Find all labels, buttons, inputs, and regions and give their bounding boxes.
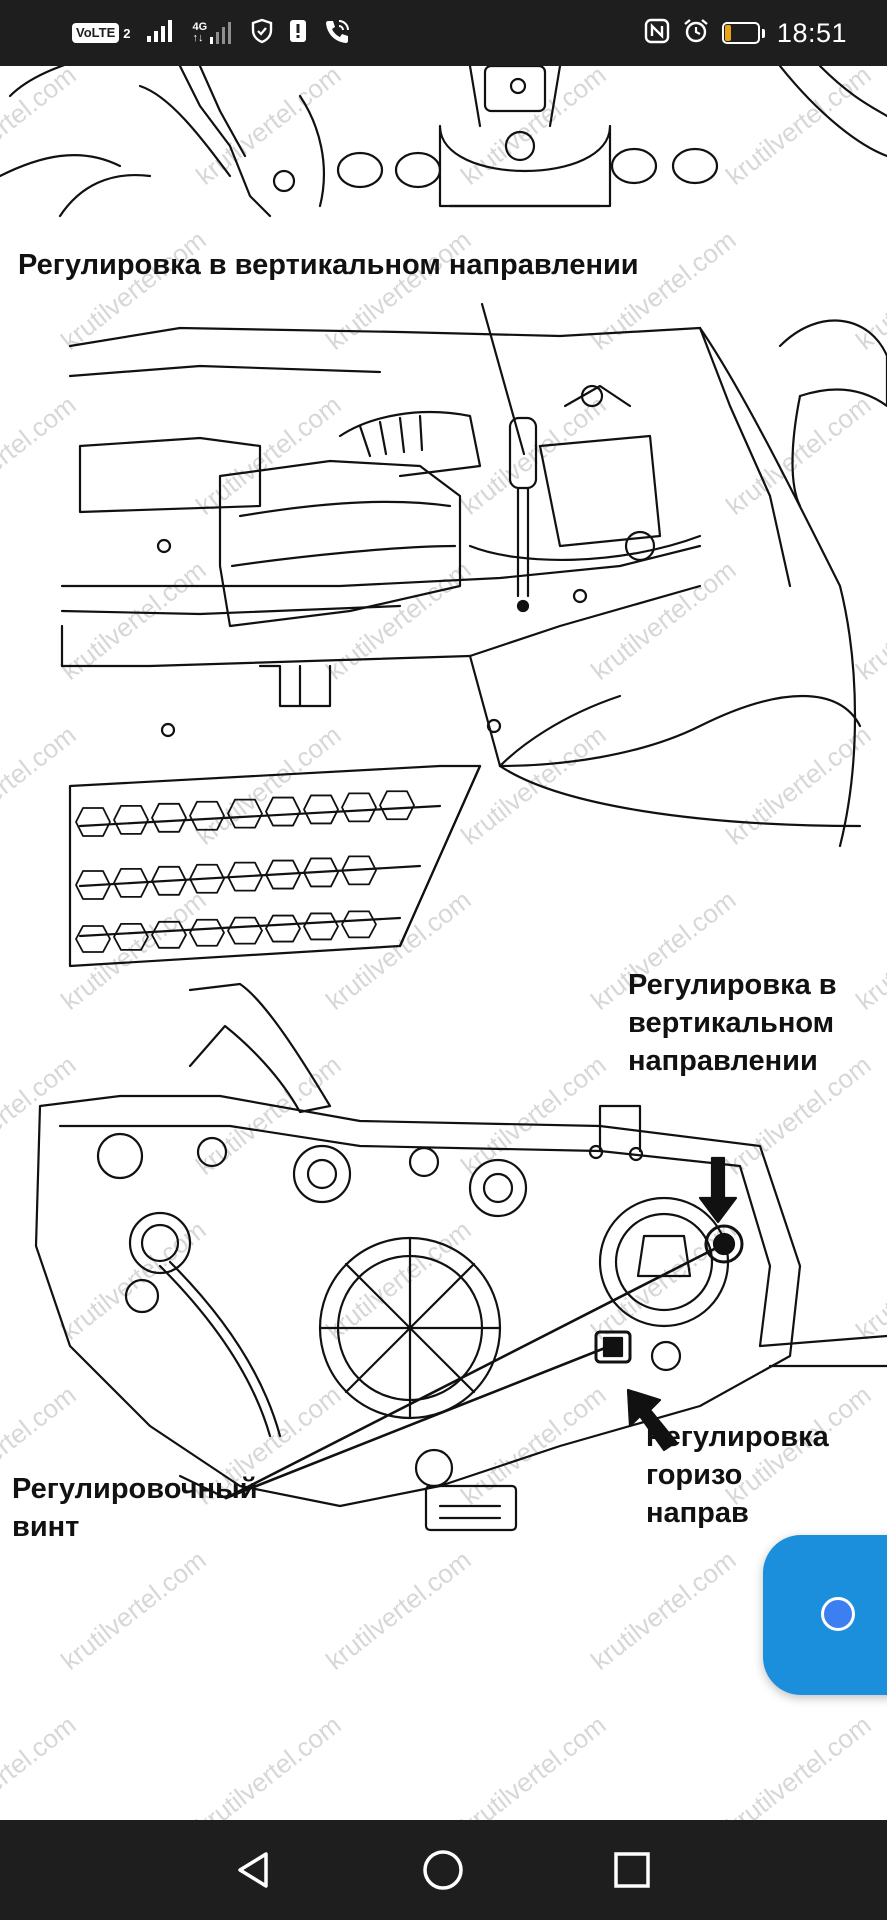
watermark-text: krutilvertel.com: [585, 554, 741, 685]
status-right: 19 18:51: [644, 14, 847, 52]
grille-hexagon: [75, 925, 111, 953]
status-bar: VoLTE 2 4G ↑↓: [0, 0, 887, 66]
watermark-text: krutilvertel.com: [850, 1214, 887, 1345]
top-engine-fragment: [0, 66, 887, 218]
home-icon[interactable]: [415, 1842, 471, 1898]
label-line: Регулировка в: [628, 969, 837, 1001]
watermark-text: krutilvertel.com: [455, 1049, 611, 1180]
watermark-text: krutilvertel.com: [455, 1709, 611, 1820]
label-vertical-adjustment-top: Регулировка в вертикальном направлении: [18, 249, 639, 281]
navigation-bar: [0, 1820, 887, 1920]
watermark-text: krutilvertel.com: [320, 1544, 476, 1675]
volte-sim-number: 2: [123, 25, 131, 41]
label-line: вертикальном: [628, 1007, 835, 1039]
label-line: Регулировочный: [12, 1473, 258, 1505]
network-activity: ↑↓: [192, 32, 204, 44]
watermark-text: krutilvertel.com: [320, 224, 476, 355]
watermark-text: krutilvertel.com: [455, 66, 611, 191]
shield-icon: [251, 18, 273, 49]
alarm-icon: [682, 17, 710, 50]
grille-hexagon: [341, 855, 377, 886]
watermark-text: krutilvertel.com: [720, 719, 876, 850]
grille-hexagon: [75, 807, 111, 837]
watermark-text: krutilvertel.com: [585, 224, 741, 355]
wifi-call-icon: [323, 18, 351, 49]
grille-pattern: [75, 790, 415, 953]
watermark-text: krutilvertel.com: [850, 224, 887, 355]
grille-hexagon: [265, 859, 301, 890]
headlamp-drawing: [34, 982, 887, 1532]
recents-icon[interactable]: [604, 1842, 660, 1898]
watermark-text: krutilvertel.com: [320, 1214, 476, 1345]
watermark-text: krutilvertel.com: [720, 66, 876, 191]
label-line: направ: [646, 1497, 749, 1529]
label-line: Регулировка: [646, 1421, 829, 1453]
clock: 18:51: [776, 17, 847, 48]
grille-hexagon: [151, 865, 187, 896]
label-line: горизо: [646, 1459, 743, 1491]
alert-icon: [289, 18, 307, 49]
grille-hexagon: [189, 800, 225, 831]
nfc-icon: [644, 18, 670, 49]
grille-hexagon: [227, 798, 263, 829]
grille-hexagon: [341, 792, 377, 823]
signal-4g-icon: 4G ↑↓: [192, 21, 235, 45]
battery-nub: [761, 28, 765, 38]
status-left: VoLTE 2 4G ↑↓: [72, 14, 351, 52]
grille-hexagon: [227, 916, 263, 945]
battery-level: 19: [732, 24, 750, 41]
grille-hexagon: [113, 805, 149, 835]
network-type: 4G: [192, 21, 208, 33]
watermark-text: krutilvertel.com: [190, 1709, 346, 1820]
watermark-text: krutilvertel.com: [720, 1709, 876, 1820]
watermark-text: krutilvertel.com: [585, 1544, 741, 1675]
engine-bay-drawing: [60, 302, 887, 968]
label-adjusting-screw: Регулировочный винт: [12, 1470, 258, 1546]
grille-hexagon: [75, 870, 111, 900]
label-vertical-adjustment: Регулировка в вертикальном направлении: [628, 966, 837, 1080]
grille-hexagon: [113, 923, 149, 951]
grille-hexagon: [265, 796, 301, 827]
headlight-diagram: krutilvertel.com krutilvertel.com krutilve…: [0, 66, 887, 1820]
watermark-layer: krutilvertel.com krutilvertel.com krutilve…: [0, 66, 887, 1820]
watermark-text: krutilvertel.com: [55, 1544, 211, 1675]
watermark-text: krutilvertel.com: [0, 1709, 81, 1820]
signal-icon: [146, 19, 176, 48]
grille-hexagon: [113, 868, 149, 898]
floating-action-bubble[interactable]: [763, 1535, 887, 1695]
grille-hexagon: [303, 912, 339, 941]
grille-hexagon: [341, 910, 377, 939]
grille-hexagon: [227, 861, 263, 892]
watermark-text: krutilvertel.com: [850, 554, 887, 685]
grille-hexagon: [265, 914, 301, 943]
grille-hexagon: [189, 918, 225, 947]
volte-badge: VoLTE: [72, 23, 120, 43]
label-horizontal-adjustment: Регулировка горизо направ: [646, 1418, 829, 1532]
image-viewer[interactable]: krutilvertel.com krutilvertel.com krutilve…: [0, 66, 887, 1820]
grille-hexagon: [151, 920, 187, 949]
battery-icon: 19: [721, 22, 760, 44]
watermark-text: krutilvertel.com: [320, 554, 476, 685]
battery-fill: [724, 25, 731, 41]
watermark-text: krutilvertel.com: [0, 389, 81, 520]
watermark-text: krutilvertel.com: [190, 389, 346, 520]
back-icon[interactable]: [226, 1842, 282, 1898]
grille-hexagon: [303, 857, 339, 888]
grille-hexagon: [303, 794, 339, 825]
watermark-text: krutilvertel.com: [850, 884, 887, 1015]
watermark-text: krutilvertel.com: [190, 719, 346, 850]
grille-hexagon: [379, 790, 415, 821]
label-line: направлении: [628, 1045, 818, 1077]
label-line: винт: [12, 1511, 80, 1543]
grille-hexagon: [151, 802, 187, 833]
record-dot-icon: [821, 1597, 855, 1631]
grille-hexagon: [189, 863, 225, 894]
watermark-text: krutilvertel.com: [0, 66, 81, 191]
